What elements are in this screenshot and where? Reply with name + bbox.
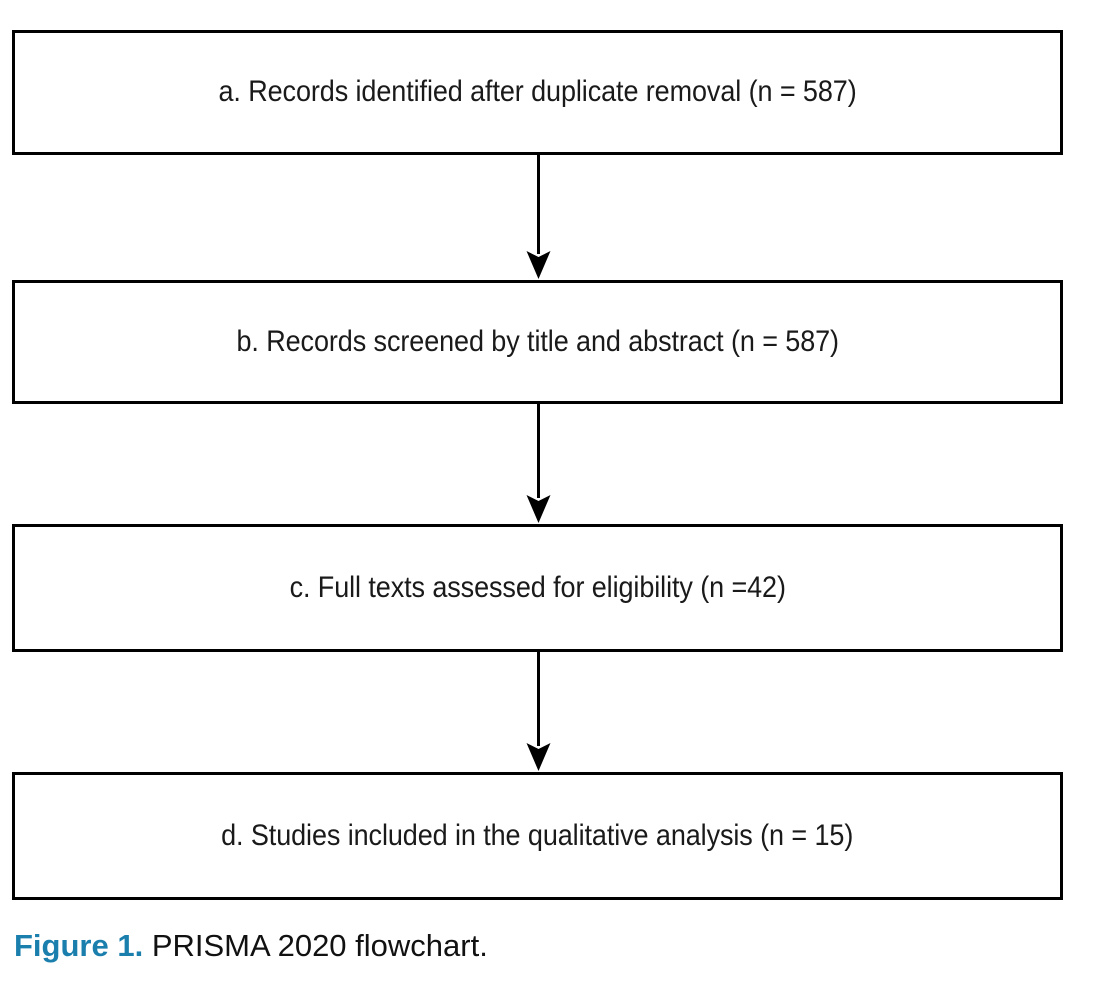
flow-box-a: a. Records identified after duplicate re… — [12, 30, 1063, 155]
flow-box-c: c. Full texts assessed for eligibility (… — [12, 524, 1063, 652]
arrow-a-to-b — [526, 155, 552, 280]
flow-box-a-label: a. Records identified after duplicate re… — [218, 75, 857, 109]
flow-box-b: b. Records screened by title and abstrac… — [12, 280, 1063, 404]
figure-caption-label: Figure 1. — [14, 928, 144, 963]
figure-caption: Figure 1. PRISMA 2020 flowchart. — [14, 925, 1084, 967]
arrow-b-to-c — [526, 404, 552, 524]
flow-box-c-label: c. Full texts assessed for eligibility (… — [289, 570, 786, 604]
flow-box-d-label: d. Studies included in the qualitative a… — [221, 818, 854, 852]
figure-caption-text: PRISMA 2020 flowchart. — [151, 928, 488, 963]
flow-box-d: d. Studies included in the qualitative a… — [12, 772, 1063, 900]
arrow-c-to-d — [526, 652, 552, 772]
flow-box-b-label: b. Records screened by title and abstrac… — [236, 324, 839, 358]
